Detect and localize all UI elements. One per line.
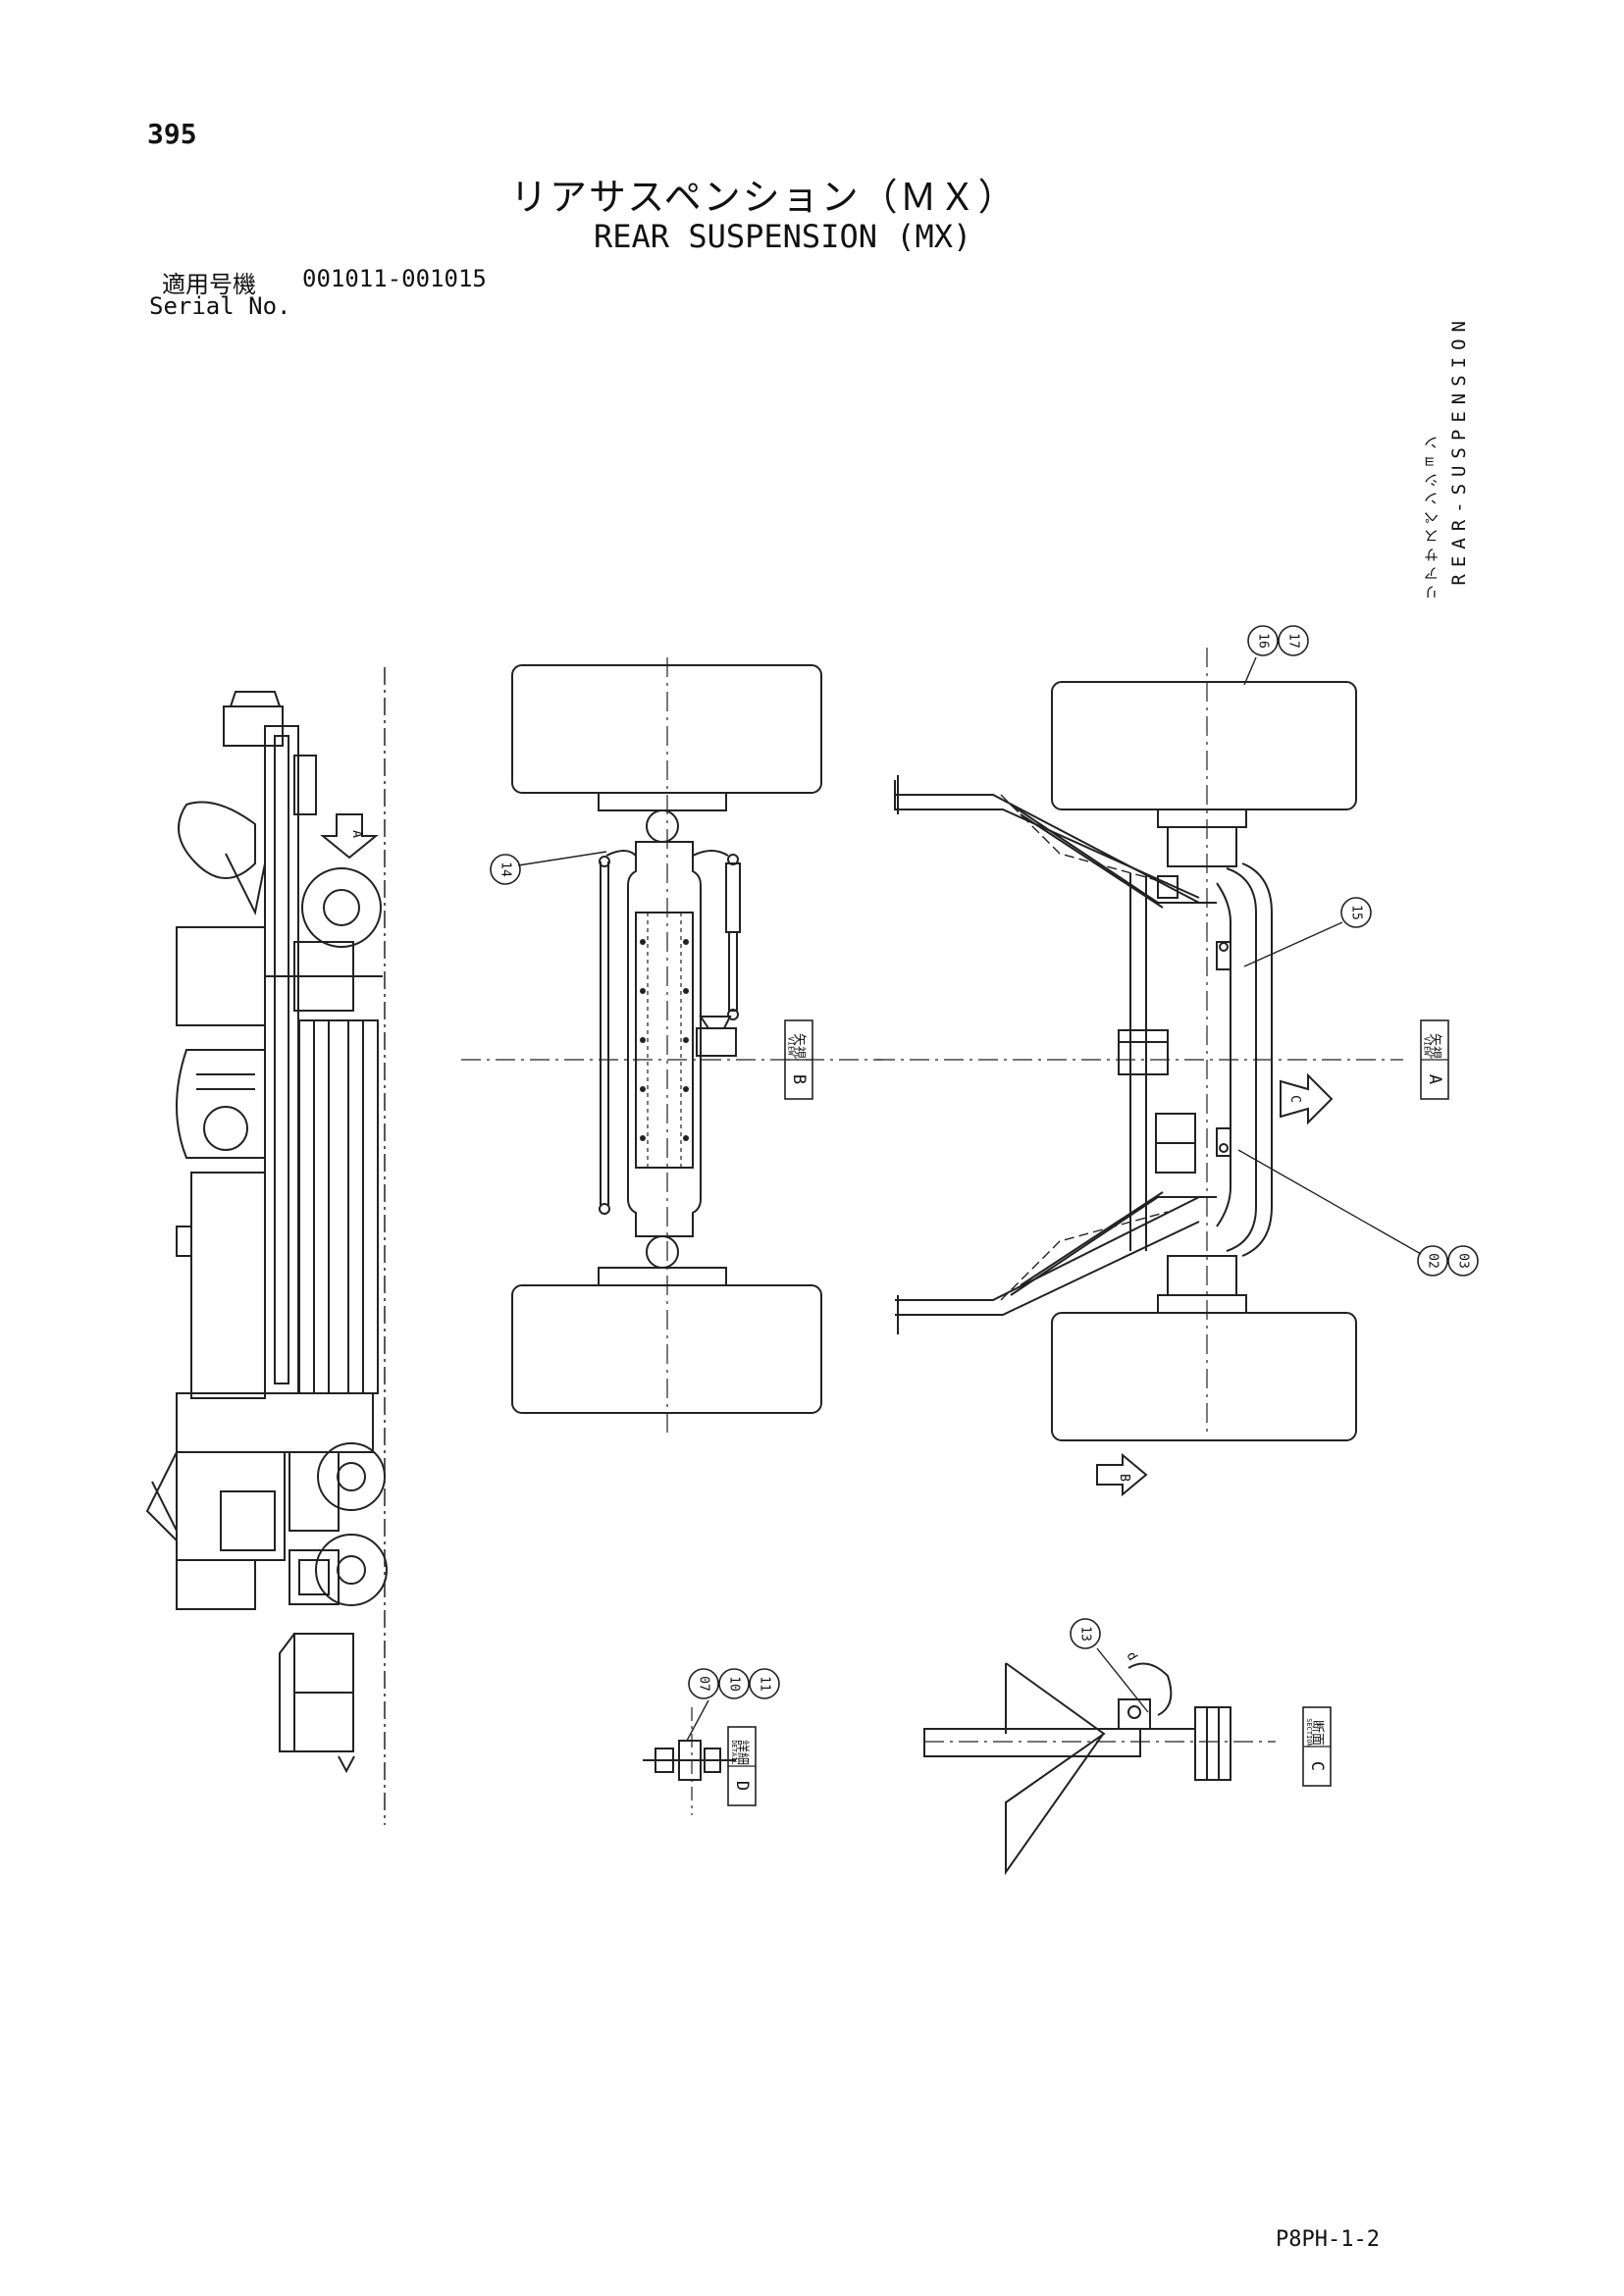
callouts: 14 16 17 15 02 03 13 07 <box>490 625 1479 1699</box>
callout-13-label: 13 <box>1078 1626 1093 1642</box>
detail-d-drawing <box>643 1707 736 1815</box>
callout-10: 10 <box>718 1668 750 1699</box>
detail-d-en: DETAIL <box>730 1740 738 1764</box>
machine-side-elevation <box>145 667 388 1825</box>
view-b-label: 矢視 B <box>784 1019 813 1100</box>
callout-11: 11 <box>749 1668 780 1699</box>
view-a-label: 矢視 A <box>1420 1019 1449 1100</box>
view-a-en: VIEW <box>1423 1036 1432 1055</box>
view-a-drawing <box>875 648 1403 1497</box>
view-b-letter: B <box>789 1074 809 1084</box>
callout-14: 14 <box>490 854 521 885</box>
callout-07-label: 07 <box>697 1676 711 1692</box>
detail-d-ja: 詳細 <box>735 1740 751 1765</box>
callout-02-label: 02 <box>1426 1253 1441 1269</box>
arrow-d-letter: d <box>1124 1649 1140 1663</box>
section-c-label: 断面 C <box>1302 1706 1332 1787</box>
callout-10-label: 10 <box>727 1676 742 1692</box>
callout-13: 13 <box>1070 1618 1101 1649</box>
leader-lines <box>517 656 1422 1742</box>
callout-15: 15 <box>1340 897 1372 928</box>
callout-11-label: 11 <box>758 1676 772 1692</box>
arrow-b-letter: B <box>1117 1474 1131 1482</box>
view-b-drawing <box>461 657 883 1433</box>
section-c-letter: C <box>1307 1761 1327 1771</box>
detail-d-letter: D <box>732 1781 752 1791</box>
callout-15-label: 15 <box>1349 905 1364 920</box>
callout-17: 17 <box>1278 625 1309 656</box>
section-c-drawing <box>923 1662 1276 1876</box>
section-c-en: SECTION <box>1305 1718 1313 1748</box>
detail-d-label: 詳細 D <box>727 1726 757 1806</box>
arrow-c-letter: C <box>1287 1095 1302 1103</box>
view-a-ja: 矢視 <box>1428 1033 1442 1059</box>
callout-02: 02 <box>1417 1245 1448 1277</box>
serial-range: 001011-001015 <box>302 265 487 292</box>
callout-03: 03 <box>1447 1245 1479 1277</box>
view-a-letter: A <box>1425 1074 1444 1084</box>
callout-14-label: 14 <box>498 861 513 877</box>
arrow-letters: A C B d <box>349 830 1302 1663</box>
document-code: P8PH-1-2 <box>1276 2227 1380 2252</box>
view-english-words: VIEW VIEW DETAIL SECTION <box>730 1036 1432 1764</box>
callout-03-label: 03 <box>1456 1253 1471 1269</box>
section-c-ja: 断面 <box>1310 1720 1325 1746</box>
serial-label-english: Serial No. <box>149 292 291 320</box>
callout-16-label: 16 <box>1256 633 1271 649</box>
serial-label-japanese: 適用号機 <box>162 271 256 298</box>
callout-16: 16 <box>1247 625 1279 656</box>
arrow-a-letter: A <box>349 830 364 838</box>
page-title-english: REAR SUSPENSION (MX) <box>594 218 972 255</box>
view-b-ja: 矢視 <box>792 1033 807 1059</box>
callout-07: 07 <box>688 1668 719 1699</box>
page-number: 395 <box>147 118 197 150</box>
callout-17-label: 17 <box>1286 633 1301 649</box>
view-b-en: VIEW <box>787 1036 796 1055</box>
page-title-japanese: リアサスペンション（ＭＸ） <box>510 176 1018 219</box>
